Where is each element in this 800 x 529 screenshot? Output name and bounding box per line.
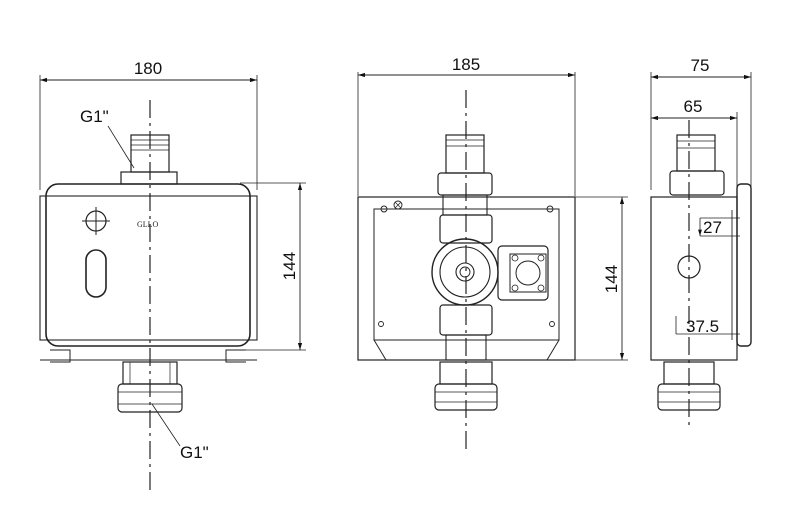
side-overall-depth-label: 75 [691, 56, 710, 75]
front-view [39, 75, 306, 490]
side-view [650, 72, 752, 430]
side-cover [736, 183, 752, 347]
solenoid-valve [431, 238, 549, 306]
back-inlet-fitting [437, 134, 493, 244]
outlet-thread-label: G1" [180, 443, 209, 462]
front-mounting-plate [39, 195, 258, 341]
crosshair-icon [82, 207, 110, 235]
back-width-label: 185 [452, 55, 480, 74]
side-upper-offset-label: 27 [703, 218, 722, 237]
front-inlet-fitting [120, 134, 178, 185]
brand-logo-text: GLLO [137, 220, 159, 229]
inlet-leader-line [107, 125, 135, 169]
inlet-thread-label: G1" [80, 107, 109, 126]
back-view [357, 72, 628, 450]
outlet-leader-line [151, 403, 181, 447]
side-lower-offset-label: 37.5 [686, 317, 719, 336]
side-body-depth-label: 65 [684, 97, 703, 116]
sensor-window [85, 249, 107, 298]
front-width-label: 180 [134, 59, 162, 78]
front-cover [45, 183, 251, 347]
front-height-label: 144 [280, 252, 299, 280]
back-height-label: 144 [602, 265, 621, 293]
